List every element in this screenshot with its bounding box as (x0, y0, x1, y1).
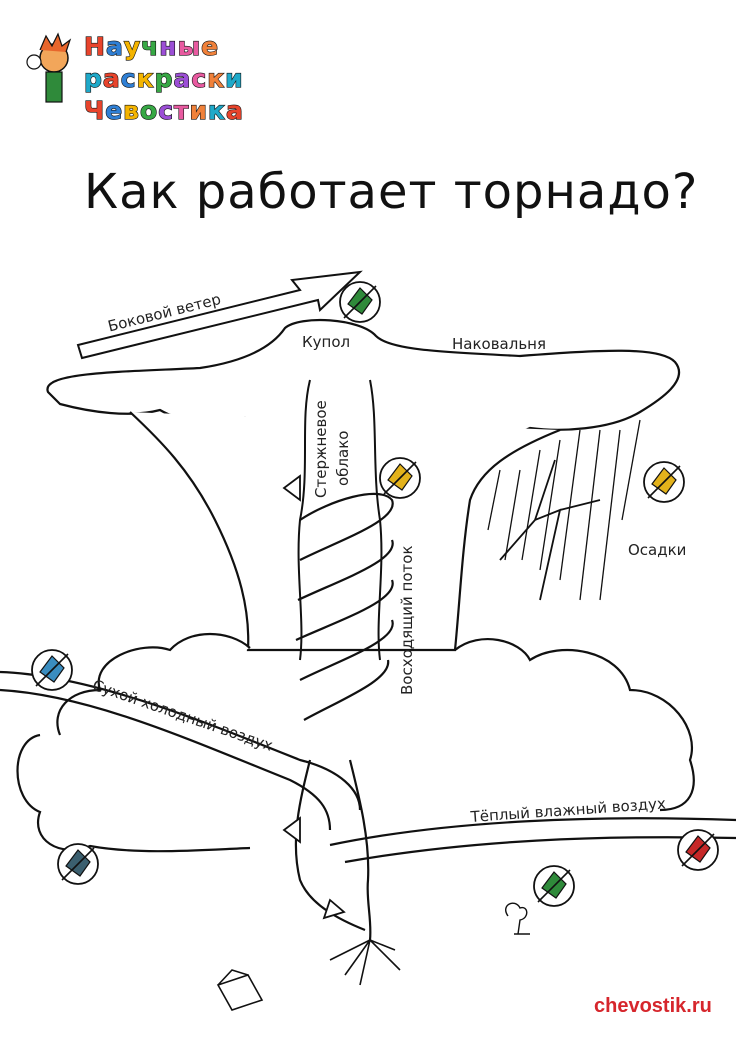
logo-letter: а (105, 32, 124, 61)
page-title: Как работает торнадо? (84, 164, 699, 220)
funnel-base (329, 939, 401, 986)
logo-line-1: Научные (83, 32, 220, 61)
logo-letter: Ч (83, 96, 106, 125)
arrow-left-upper (282, 474, 301, 502)
logo-letter: с (191, 64, 208, 93)
pencil-icon-dry-cold-air (31, 649, 73, 691)
logo-letter: с (120, 64, 137, 93)
arrow-left-lower (282, 816, 301, 844)
logo-letter: т (173, 96, 190, 125)
logo-letter: к (207, 64, 226, 93)
pencil-icon-precipitation (643, 461, 685, 503)
logo-letter: р (83, 64, 103, 93)
logo-letter: ы (177, 32, 202, 61)
label-anvil: Наковальня (452, 335, 546, 353)
chevostik-logo-character (26, 32, 72, 103)
logo-letter: р (154, 64, 174, 93)
lower-cloud (16, 632, 251, 853)
tornado-funnel (294, 759, 372, 941)
precipitation-rain (487, 419, 641, 601)
label-updraft: Восходящий поток (398, 545, 416, 695)
logo-letter: Н (83, 32, 106, 61)
logo-line-3: Чевостика (83, 96, 244, 125)
pencil-icon-side-wind (339, 281, 381, 323)
logo-letter: а (173, 64, 192, 93)
side-wind-arrow (76, 270, 363, 360)
updraft-spiral (295, 492, 394, 721)
house-debris (216, 969, 264, 1011)
logo-letter: к (207, 96, 227, 125)
label-precipitation: Осадки (628, 541, 687, 559)
pencil-icon-ground-left (57, 843, 99, 885)
lightning-bolt (499, 459, 601, 601)
logo-letter: е (105, 96, 124, 125)
label-dome: Купол (302, 333, 351, 351)
logo-letter: а (102, 64, 121, 93)
lower-cloud-right (454, 638, 695, 812)
logo-letter: в (123, 96, 140, 125)
logo-letter: и (189, 96, 209, 125)
logo-line-2: раскраски (83, 64, 244, 93)
logo-letter: у (123, 32, 142, 61)
logo-letter: и (225, 64, 244, 93)
logo-letter: ч (141, 32, 160, 61)
arrow-funnel (322, 898, 346, 920)
logo-letter: н (159, 32, 178, 61)
pencil-icon-warm-moist-air-right (677, 829, 719, 871)
pencil-icon-warm-moist-air-left (533, 865, 575, 907)
label-core-cloud-2: облако (334, 430, 352, 486)
logo-letter: к (136, 64, 155, 93)
logo-letter: о (139, 96, 159, 125)
logo-letter: а (225, 96, 244, 125)
label-core-cloud-1: Стержневое (312, 400, 330, 498)
logo-letter: е (201, 32, 220, 61)
pencil-icon-core-cloud (379, 457, 421, 499)
logo-letter: с (158, 96, 175, 125)
website-link[interactable]: chevostik.ru (594, 995, 712, 1017)
tree (505, 902, 530, 935)
